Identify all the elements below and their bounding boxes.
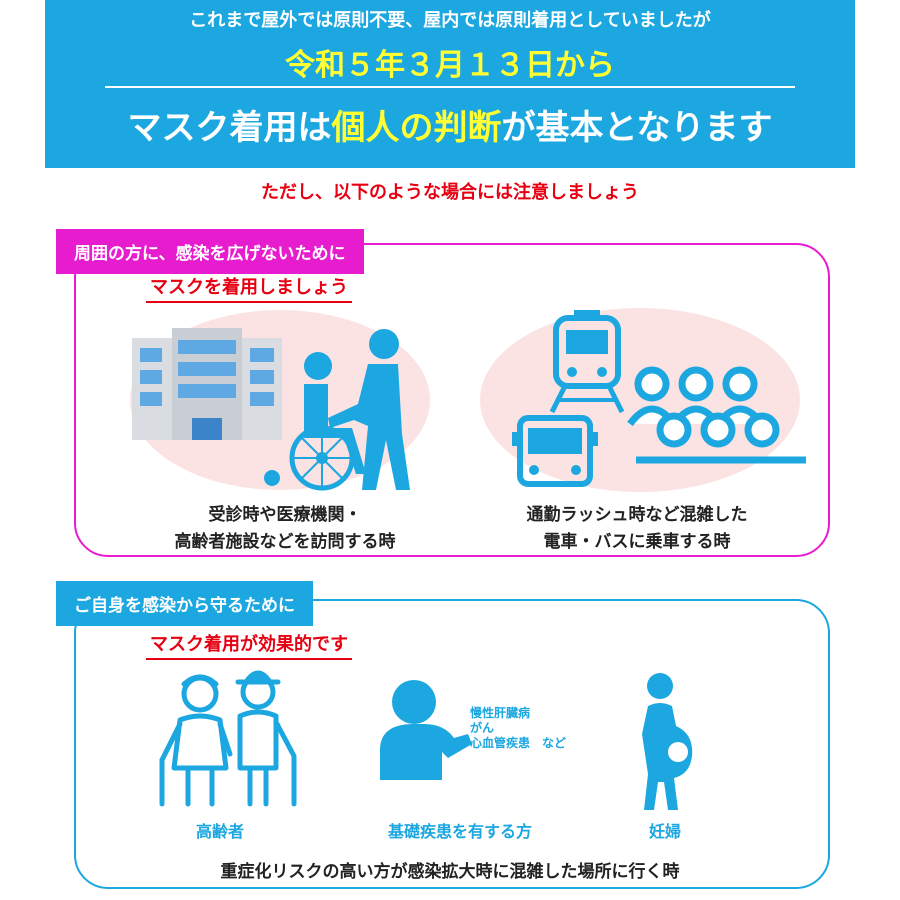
headline-part1: マスク着用は — [127, 108, 332, 148]
crowded-transit-caption: 通勤ラッシュ時など混雑した 電車・バスに乗車する時 — [472, 502, 802, 556]
disease-item: がん — [470, 721, 495, 735]
transit-caption-line2: 電車・バスに乗車する時 — [543, 532, 731, 552]
pregnant-label: 妊婦 — [648, 822, 681, 841]
hospital-caption-line2: 高齢者施設などを訪問する時 — [174, 532, 396, 552]
banner-date-text: 令和５年３月１３日から — [285, 48, 615, 83]
section-others-subtitle: マスクを着用しましょう — [146, 273, 352, 303]
section-self-subtitle: マスク着用が効果的です — [146, 630, 352, 660]
pink-background-ellipse — [480, 308, 800, 492]
caregiver-icon — [328, 329, 410, 490]
banner-divider — [105, 86, 795, 88]
hospital-caption-line1: 受診時や医療機関・ — [208, 505, 362, 525]
hospital-visit-caption: 受診時や医療機関・ 高齢者施設などを訪問する時 — [130, 502, 440, 556]
chronic-disease-label: 基礎疾患を有する方 — [387, 822, 532, 841]
wheelchair-user-icon — [264, 352, 366, 491]
disease-item: 慢性肝臓病 — [470, 706, 531, 720]
pregnant-woman-icon — [642, 673, 693, 810]
banner-headline: マスク着用は個人の判断が基本となります — [45, 100, 855, 149]
hospital-visit-illustration — [130, 310, 430, 491]
high-risk-caption: 重症化リスクの高い方が感染拡大時に混雑した場所に行く時 — [220, 862, 680, 882]
section-self-panel — [74, 599, 830, 889]
transit-caption-line1: 通勤ラッシュ時など混雑した — [526, 505, 748, 525]
caution-text: ただし、以下のような場合には注意しましょう — [261, 182, 639, 203]
disease-item: 心血管疾患 など — [470, 736, 567, 750]
disease-list: 慢性肝臓病 がん 心血管疾患 など — [470, 706, 566, 751]
section-others-tag: 周囲の方に、感染を広げないために — [56, 229, 364, 274]
header-banner: これまで屋外では原則不要、屋内では原則着用としていましたが 令和５年３月１３日か… — [45, 0, 855, 168]
section-others-panel — [74, 243, 830, 557]
section-self-tag: ご自身を感染から守るために — [56, 581, 313, 626]
headline-part2: が基本となります — [501, 108, 773, 148]
crowded-transit-illustration — [480, 308, 806, 492]
chronic-patient-icon — [380, 680, 472, 780]
headline-highlight: 個人の判断 — [331, 108, 502, 148]
elderly-couple-icon — [159, 670, 297, 807]
bus-icon — [512, 415, 598, 487]
elderly-label: 高齢者 — [195, 822, 244, 841]
crowd-icon — [627, 366, 806, 464]
train-icon — [549, 310, 625, 414]
banner-intro-text: これまで屋外では原則不要、屋内では原則着用としていましたが — [189, 10, 711, 31]
hospital-building-icon — [132, 328, 282, 440]
